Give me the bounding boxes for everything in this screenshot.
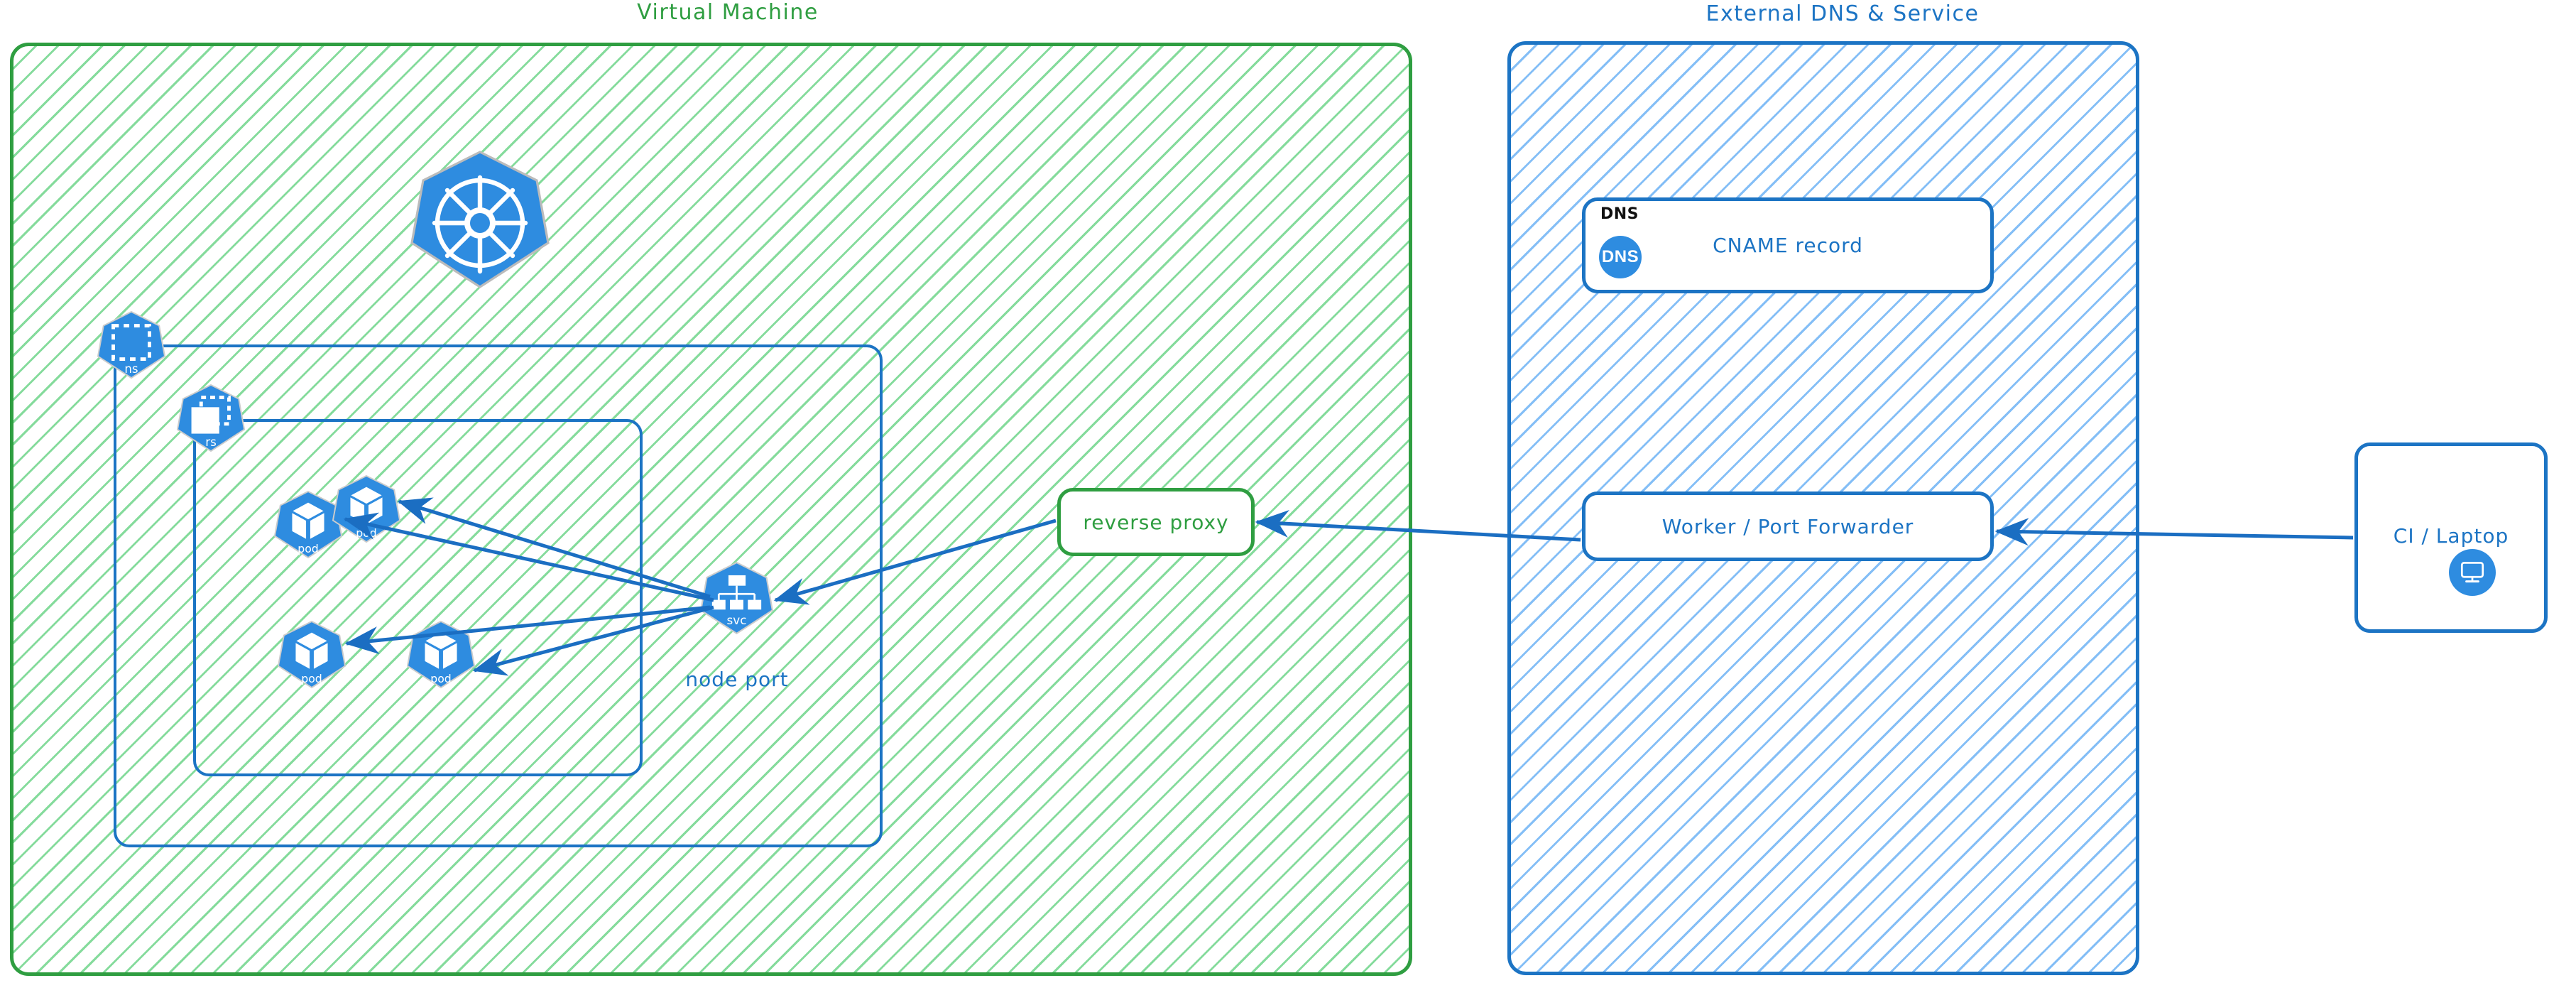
replicaset-container	[193, 419, 643, 776]
pod-badge-4: pod	[406, 620, 476, 689]
namespace-badge-label: ns	[124, 362, 138, 376]
replicaset-icon: rs	[176, 384, 246, 452]
worker-port-forwarder-label: Worker / Port Forwarder	[1661, 514, 1914, 538]
worker-port-forwarder-box[interactable]: Worker / Port Forwarder	[1582, 492, 1994, 561]
reverse-proxy-box[interactable]: reverse proxy	[1057, 488, 1255, 556]
pod-badge-1: pod	[273, 490, 343, 559]
namespace-icon: ns	[97, 310, 166, 379]
service-tree-icon: svc	[699, 561, 774, 635]
kubernetes-wheel-icon	[410, 151, 550, 288]
ci-laptop-label: CI / Laptop	[2393, 523, 2509, 548]
desktop-monitor-icon	[2449, 549, 2496, 596]
node-port-caption: node port	[685, 668, 789, 691]
cname-record-label: CNAME record	[1713, 234, 1863, 257]
ci-laptop-box[interactable]: CI / Laptop	[2354, 442, 2548, 633]
vm-panel-title: Virtual Machine	[637, 0, 819, 25]
dns-card[interactable]: CNAME record	[1582, 197, 1994, 293]
pod-badge-label: pod	[430, 672, 451, 685]
pod-badge-label: pod	[356, 526, 376, 540]
pod-badge-label: pod	[298, 542, 318, 555]
reverse-proxy-label: reverse proxy	[1083, 510, 1229, 534]
pod-badge-2: pod	[332, 474, 401, 543]
dns-panel-title: External DNS & Service	[1705, 1, 1980, 26]
pod-badge-3: pod	[277, 620, 346, 689]
dns-circle-icon: DNS	[1599, 236, 1642, 278]
dns-card-corner-label: DNS	[1600, 205, 1639, 223]
service-badge-label: svc	[727, 613, 747, 627]
replicaset-badge-label: rs	[205, 435, 217, 449]
pod-badge-label: pod	[301, 672, 322, 685]
